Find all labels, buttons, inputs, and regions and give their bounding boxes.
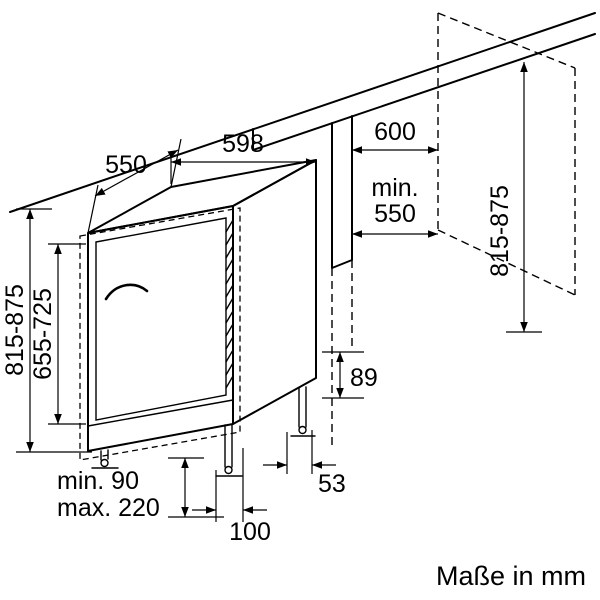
- dim-label-rear-89: 89: [350, 364, 378, 392]
- dimension-foot-inset: 100: [192, 448, 271, 546]
- dim-label-plinth-min: min. 90: [57, 467, 139, 495]
- door-handle-icon: [104, 283, 149, 301]
- rear-foot: [290, 386, 316, 437]
- door-bottom-edge: [87, 399, 234, 427]
- door-edge-hatching: [225, 219, 234, 389]
- dishwasher-appliance: [79, 159, 317, 477]
- door-inner-panel: [95, 217, 227, 421]
- niche-cabinet-dashed-outline: [437, 12, 576, 296]
- worktop: [9, 12, 596, 213]
- dimension-height-right: 815-875: [486, 62, 542, 333]
- dimension-rear-foot-offset: 53: [263, 430, 346, 498]
- niche-side-wall: [331, 115, 353, 446]
- dim-label-niche-depth-min: min.: [371, 174, 418, 202]
- dimension-rear-gap: 89: [322, 351, 378, 399]
- dimension-niche-depth: min. 550: [352, 174, 438, 238]
- dim-label-width-598: 598: [222, 130, 264, 158]
- dimension-width: 598: [170, 130, 316, 184]
- dimension-door-height: 655-725: [29, 243, 86, 425]
- dim-label-foot-inset-100: 100: [229, 518, 271, 546]
- dimension-top-depth: 550: [87, 138, 182, 234]
- dimension-height-left: 815-875: [1, 208, 92, 453]
- dim-label-niche-width-600: 600: [374, 118, 416, 146]
- front-right-foot: [215, 423, 243, 477]
- dim-label-niche-depth-value: 550: [374, 200, 416, 228]
- dim-label-height-left: 815-875: [1, 284, 29, 376]
- dim-label-rear-foot-53: 53: [318, 470, 346, 498]
- dimension-plinth-height: min. 90 max. 220: [57, 457, 224, 522]
- dim-label-door-height: 655-725: [29, 288, 57, 380]
- dimension-niche-width: 600: [352, 118, 438, 154]
- dim-label-plinth-max: max. 220: [57, 494, 160, 522]
- front-left-foot: [91, 449, 119, 469]
- diagram-caption: Maße in mm: [436, 561, 586, 591]
- dim-label-height-right: 815-875: [486, 185, 514, 277]
- dim-label-depth-550: 550: [105, 151, 147, 179]
- furniture-door-dashed-outline: [79, 207, 241, 461]
